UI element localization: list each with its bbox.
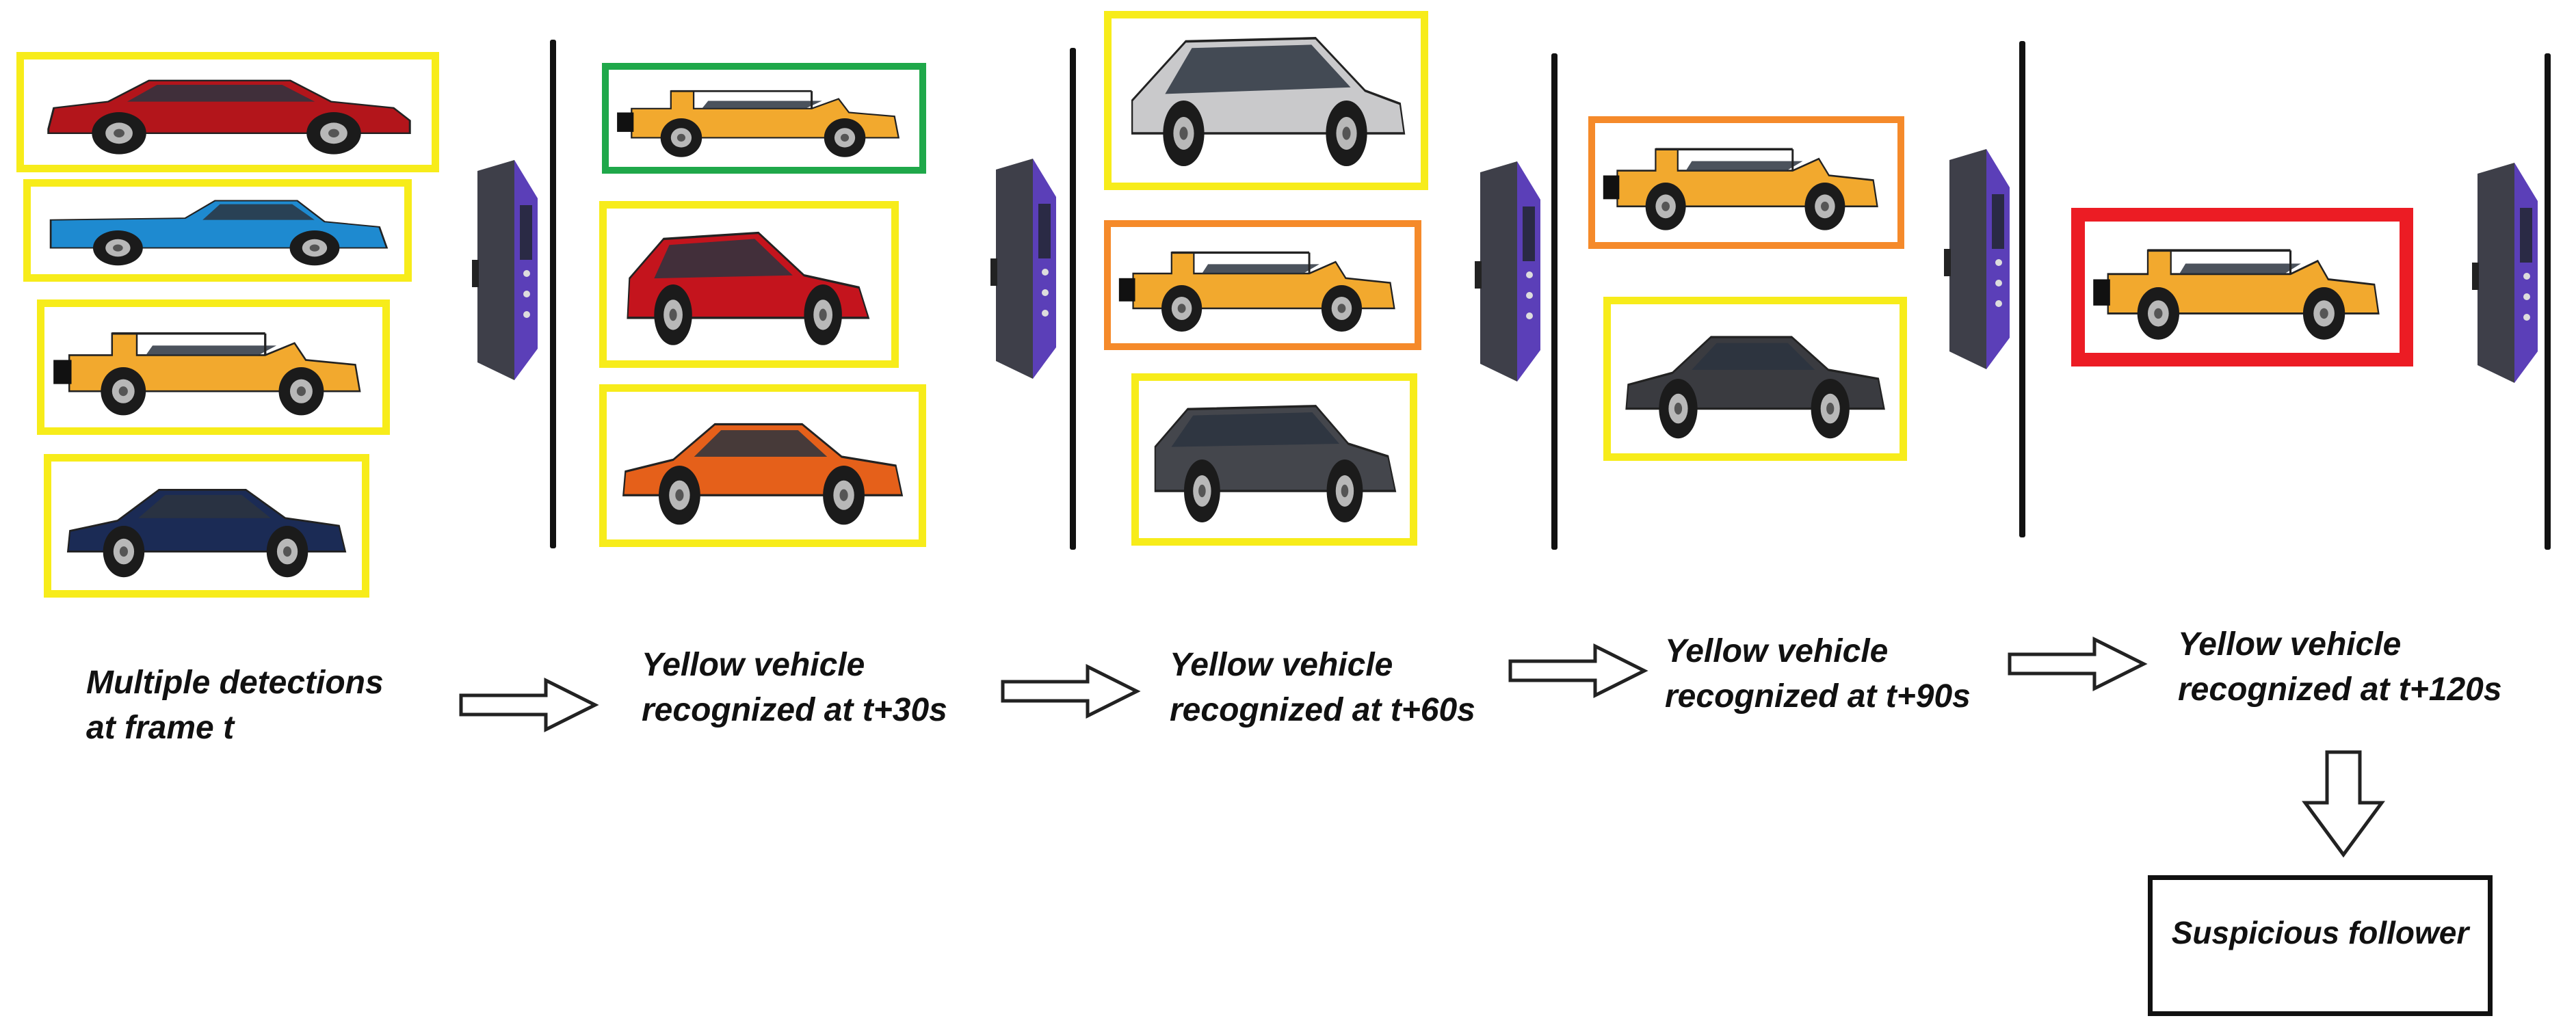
vehicle-box-yellow	[1603, 297, 1907, 461]
yellow-jeep-icon	[1111, 227, 1415, 343]
stage-caption: Yellow vehicle recognized at t+30s	[642, 643, 947, 733]
vehicle-box-yellow	[44, 454, 369, 598]
surveillance-camera-icon	[2472, 160, 2547, 386]
yellow-jeep-icon	[44, 307, 382, 427]
surveillance-camera-icon	[1475, 159, 1550, 384]
stage-caption: Yellow vehicle recognized at t+90s	[1665, 629, 1971, 719]
hollow-right-arrow-icon	[1508, 643, 1648, 699]
stage-divider	[2545, 53, 2551, 550]
vehicle-box-green	[602, 63, 926, 174]
yellow-jeep-icon	[609, 70, 919, 167]
vehicle-box-yellow	[599, 201, 899, 368]
surveillance-camera-icon	[472, 157, 547, 383]
caption-line: Multiple detections	[86, 661, 384, 706]
caption-line: Yellow vehicle	[1170, 643, 1475, 688]
stage-caption: Yellow vehicle recognized at t+60s	[1170, 643, 1475, 733]
stage-divider	[550, 40, 556, 548]
caption-line: at frame t	[86, 706, 384, 751]
yellow-jeep-icon	[2085, 222, 2400, 353]
suv-icon	[24, 59, 432, 165]
caption-line: recognized at t+90s	[1665, 674, 1971, 719]
vehicle-box-yellow	[37, 299, 390, 435]
vehicle-box-yellow	[1104, 11, 1428, 190]
minivan-icon	[1112, 18, 1421, 183]
sedan-icon	[51, 462, 362, 590]
sedan-icon	[607, 392, 919, 539]
hatchback-icon	[607, 209, 891, 360]
caption-line: recognized at t+30s	[642, 688, 947, 733]
yellow-jeep-icon	[1595, 123, 1897, 242]
stage-divider	[1551, 53, 1558, 550]
vehicle-box-yellow	[23, 179, 412, 282]
stage-caption: Multiple detections at frame t	[86, 661, 384, 751]
vehicle-box-red	[2071, 208, 2413, 366]
station-wagon-icon	[1139, 381, 1410, 538]
result-label: Suspicious follower	[2172, 914, 2469, 951]
surveillance-camera-icon	[990, 156, 1066, 382]
vehicle-box-orange	[1588, 116, 1904, 249]
vehicle-box-yellow	[599, 384, 926, 547]
caption-line: Yellow vehicle	[2178, 622, 2502, 667]
vehicle-box-yellow	[1131, 373, 1417, 546]
caption-line: Yellow vehicle	[1665, 629, 1971, 674]
stage-divider	[1070, 48, 1076, 550]
hollow-right-arrow-icon	[458, 677, 599, 733]
hollow-right-arrow-icon	[2007, 636, 2148, 692]
caption-line: recognized at t+120s	[2178, 667, 2502, 712]
hollow-down-arrow-icon	[2301, 749, 2386, 859]
caption-line: Yellow vehicle	[642, 643, 947, 688]
stage-divider	[2019, 41, 2025, 537]
result-box: Suspicious follower	[2148, 875, 2493, 1016]
caption-line: recognized at t+60s	[1170, 688, 1475, 733]
vehicle-box-yellow	[16, 52, 439, 172]
surveillance-camera-icon	[1944, 146, 2019, 372]
hollow-right-arrow-icon	[1000, 663, 1141, 719]
vehicle-box-orange	[1104, 220, 1421, 350]
pickup-icon	[31, 187, 404, 274]
stage-caption: Yellow vehicle recognized at t+120s	[2178, 622, 2502, 712]
sedan-icon	[1611, 304, 1900, 453]
